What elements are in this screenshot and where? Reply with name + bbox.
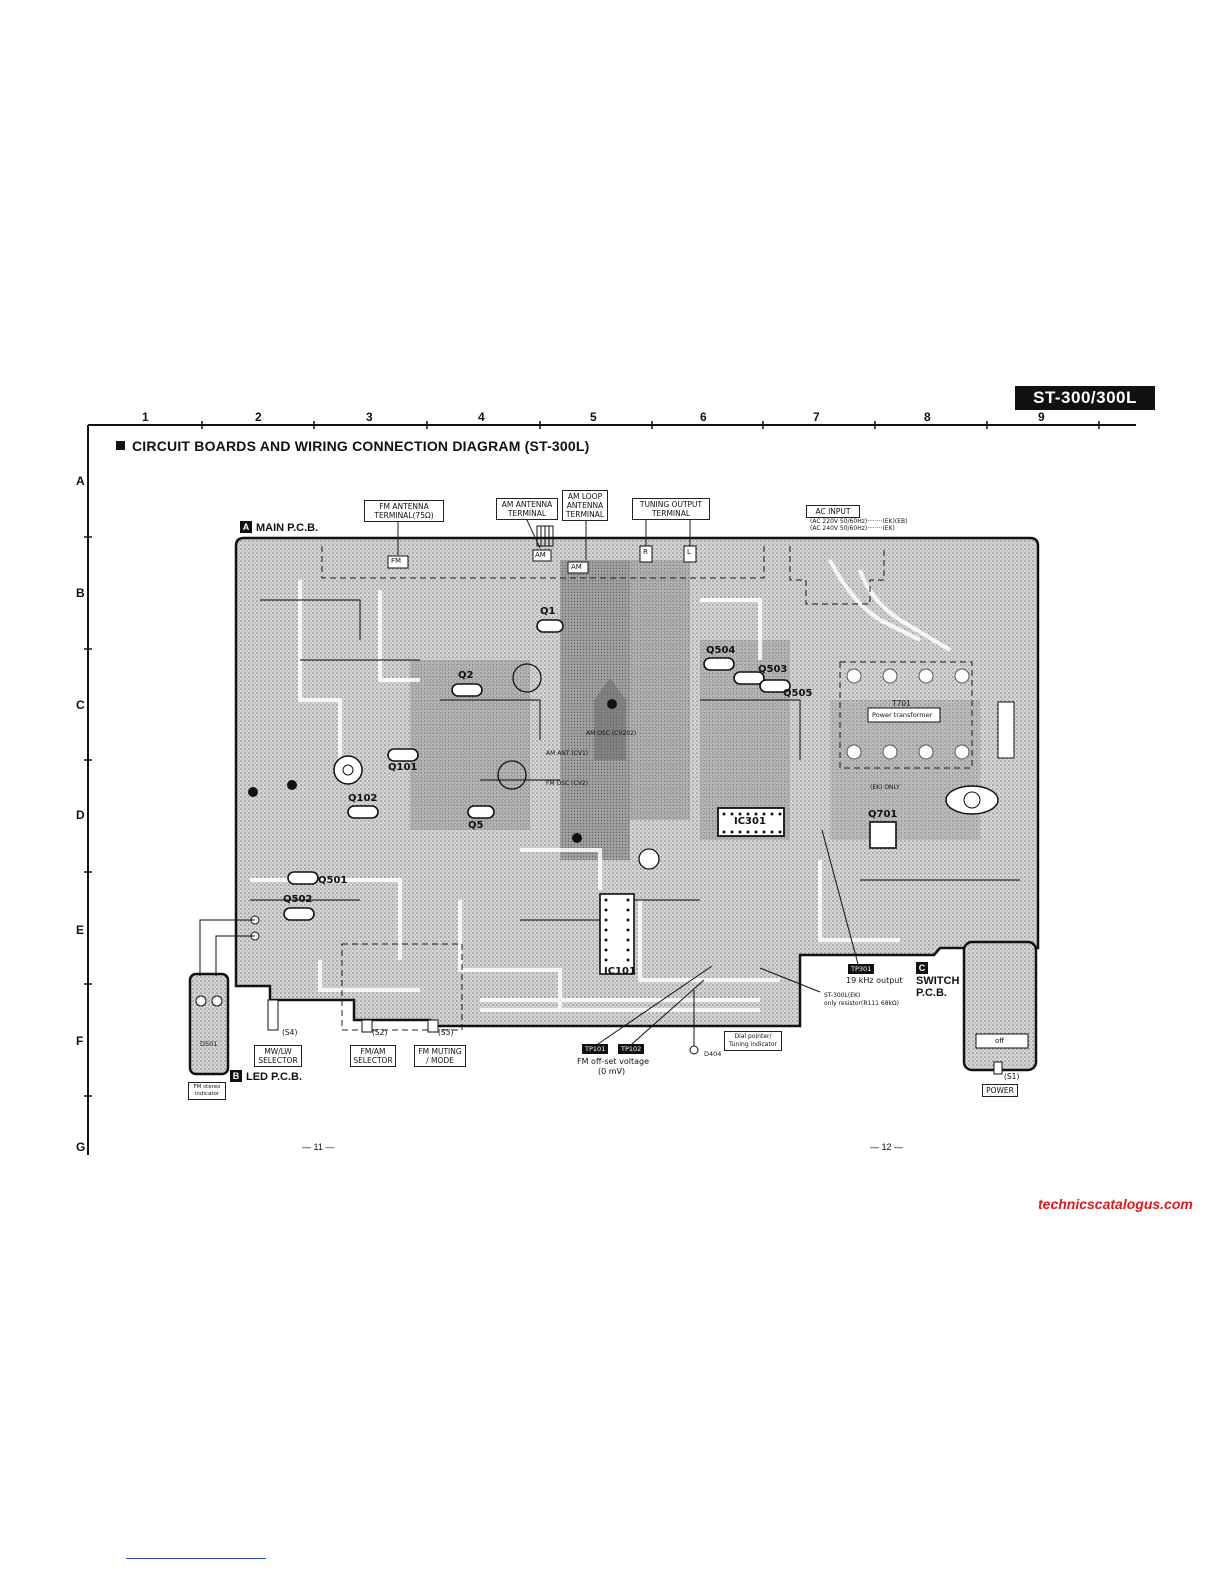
bullet-square-icon <box>116 441 125 450</box>
tp101-label: TP101 <box>582 1044 609 1054</box>
ek-only-label: (EK) ONLY <box>870 784 900 791</box>
column-label: 1 <box>142 410 149 424</box>
d501-label: D501 <box>200 1040 218 1048</box>
q5-label: Q5 <box>468 820 484 831</box>
ac-input-label: AC INPUT <box>806 505 860 518</box>
tp301-description: 19 kHz output <box>846 976 903 985</box>
column-label: 8 <box>924 410 931 424</box>
column-label: 5 <box>590 410 597 424</box>
main-pcb-label: MAIN P.C.B. <box>256 522 319 534</box>
t701-description: Power transformer <box>872 711 933 719</box>
model-badge: ST-300/300L <box>1015 386 1155 410</box>
column-label: 7 <box>813 410 820 424</box>
fm-muting-mode-label: FM MUTING / MODE <box>414 1045 466 1067</box>
fm-osc-cv2-label: FM OSC (CV2) <box>546 780 588 787</box>
led-pcb-title: B LED P.C.B. <box>230 1070 302 1083</box>
ic301-label: IC301 <box>734 816 766 827</box>
row-label: A <box>76 474 85 488</box>
row-label: G <box>76 1140 86 1154</box>
s4-label: (S4) <box>282 1028 298 1037</box>
column-label: 4 <box>478 410 485 424</box>
s3-label: (S3) <box>438 1028 454 1037</box>
led-pcb-tag: B <box>230 1070 242 1082</box>
d404-label: D404 <box>704 1050 722 1058</box>
tuning-indicator-text: Tuning indicator <box>729 1041 777 1048</box>
q1-label: Q1 <box>540 606 556 617</box>
main-pcb-tag: A <box>240 521 252 533</box>
q505-label: Q505 <box>783 688 813 699</box>
row-label: B <box>76 586 85 600</box>
switch-pcb-outline <box>962 940 1038 1072</box>
am-osc-cv202-label: AM OSC (CV202) <box>586 730 637 737</box>
bottom-link-underline <box>126 1558 266 1559</box>
st300l-note: ST-300L(EK) <box>824 992 861 999</box>
q701-label: Q701 <box>868 809 898 820</box>
main-pcb-title: A MAIN P.C.B. <box>240 521 318 534</box>
fm-connector-label: FM <box>391 557 402 565</box>
am-connector-label: AM <box>535 551 546 559</box>
fm-stereo-indicator-label: FM stereo indicator <box>188 1082 226 1100</box>
am-ant-cv1-label: AM ANT (CV1) <box>546 750 589 757</box>
diagram-title-text: CIRCUIT BOARDS AND WIRING CONNECTION DIA… <box>132 438 590 454</box>
switch-pcb-tag: C <box>916 962 928 974</box>
q501-label: Q501 <box>318 875 348 886</box>
q504-label: Q504 <box>706 645 736 656</box>
tuning-output-terminal-label: TUNING OUTPUT TERMINAL <box>632 498 710 520</box>
r-output-connector-label: R <box>643 548 648 556</box>
s2-label: (S2) <box>372 1028 388 1037</box>
q502-label: Q502 <box>283 894 313 905</box>
led-pcb-label: LED P.C.B. <box>246 1071 303 1083</box>
q503-label: Q503 <box>758 664 788 675</box>
power-off-label: off <box>995 1037 1005 1045</box>
row-label: D <box>76 808 85 822</box>
mw-lw-selector-label: MW/LW SELECTOR <box>254 1045 302 1067</box>
fm-offset-value: (0 mV) <box>598 1067 626 1076</box>
power-label: POWER <box>982 1084 1018 1097</box>
page-number-right: — 12 — <box>870 1142 904 1152</box>
st300l-resistor-note: only resistor(R111 68kΩ) <box>824 1000 899 1007</box>
switch-pcb-label: SWITCH <box>916 975 960 987</box>
switch-pcb-label2: P.C.B. <box>916 987 947 999</box>
column-label: 9 <box>1038 410 1045 424</box>
column-label: 6 <box>700 410 707 424</box>
column-label: 2 <box>255 410 262 424</box>
row-label: C <box>76 698 85 712</box>
fm-offset-note: FM off-set voltage <box>577 1057 649 1066</box>
q101-label: Q101 <box>388 762 418 773</box>
l-output-connector-label: L <box>687 548 691 556</box>
diagram-title: CIRCUIT BOARDS AND WIRING CONNECTION DIA… <box>116 438 590 454</box>
row-label: F <box>76 1034 84 1048</box>
tp102-label: TP102 <box>618 1044 645 1054</box>
ac-note-240: (AC 240V 50/60Hz)········(EK) <box>810 525 895 532</box>
am-loop-antenna-terminal-label: AM LOOP ANTENNA TERMINAL <box>562 490 608 521</box>
watermark-link[interactable]: technicscatalogus.com <box>1038 1196 1193 1212</box>
tp301-label: TP301 <box>848 964 875 974</box>
fm-antenna-terminal-label: FM ANTENNA TERMINAL(75Ω) <box>364 500 444 522</box>
ic101-label: IC101 <box>604 966 636 977</box>
led-pcb-outline <box>188 972 230 1076</box>
am-loop-connector-label: AM <box>571 563 582 571</box>
t701-label: T701 <box>892 699 911 708</box>
page-number-left: — 11 — <box>302 1142 335 1152</box>
fm-am-selector-label: FM/AM SELECTOR <box>350 1045 396 1067</box>
q102-label: Q102 <box>348 793 378 804</box>
am-antenna-terminal-label: AM ANTENNA TERMINAL <box>496 498 558 520</box>
ac-note-220: (AC 220V 50/60Hz)········(EK)(EB) <box>810 518 908 525</box>
dial-pointer-text: Dial pointer/ <box>734 1033 772 1040</box>
q2-label: Q2 <box>458 670 474 681</box>
s1-label: (S1) <box>1004 1072 1020 1081</box>
row-label: E <box>76 923 85 937</box>
dial-pointer-note: Dial pointer/Tuning indicator <box>724 1031 782 1051</box>
column-label: 3 <box>366 410 373 424</box>
